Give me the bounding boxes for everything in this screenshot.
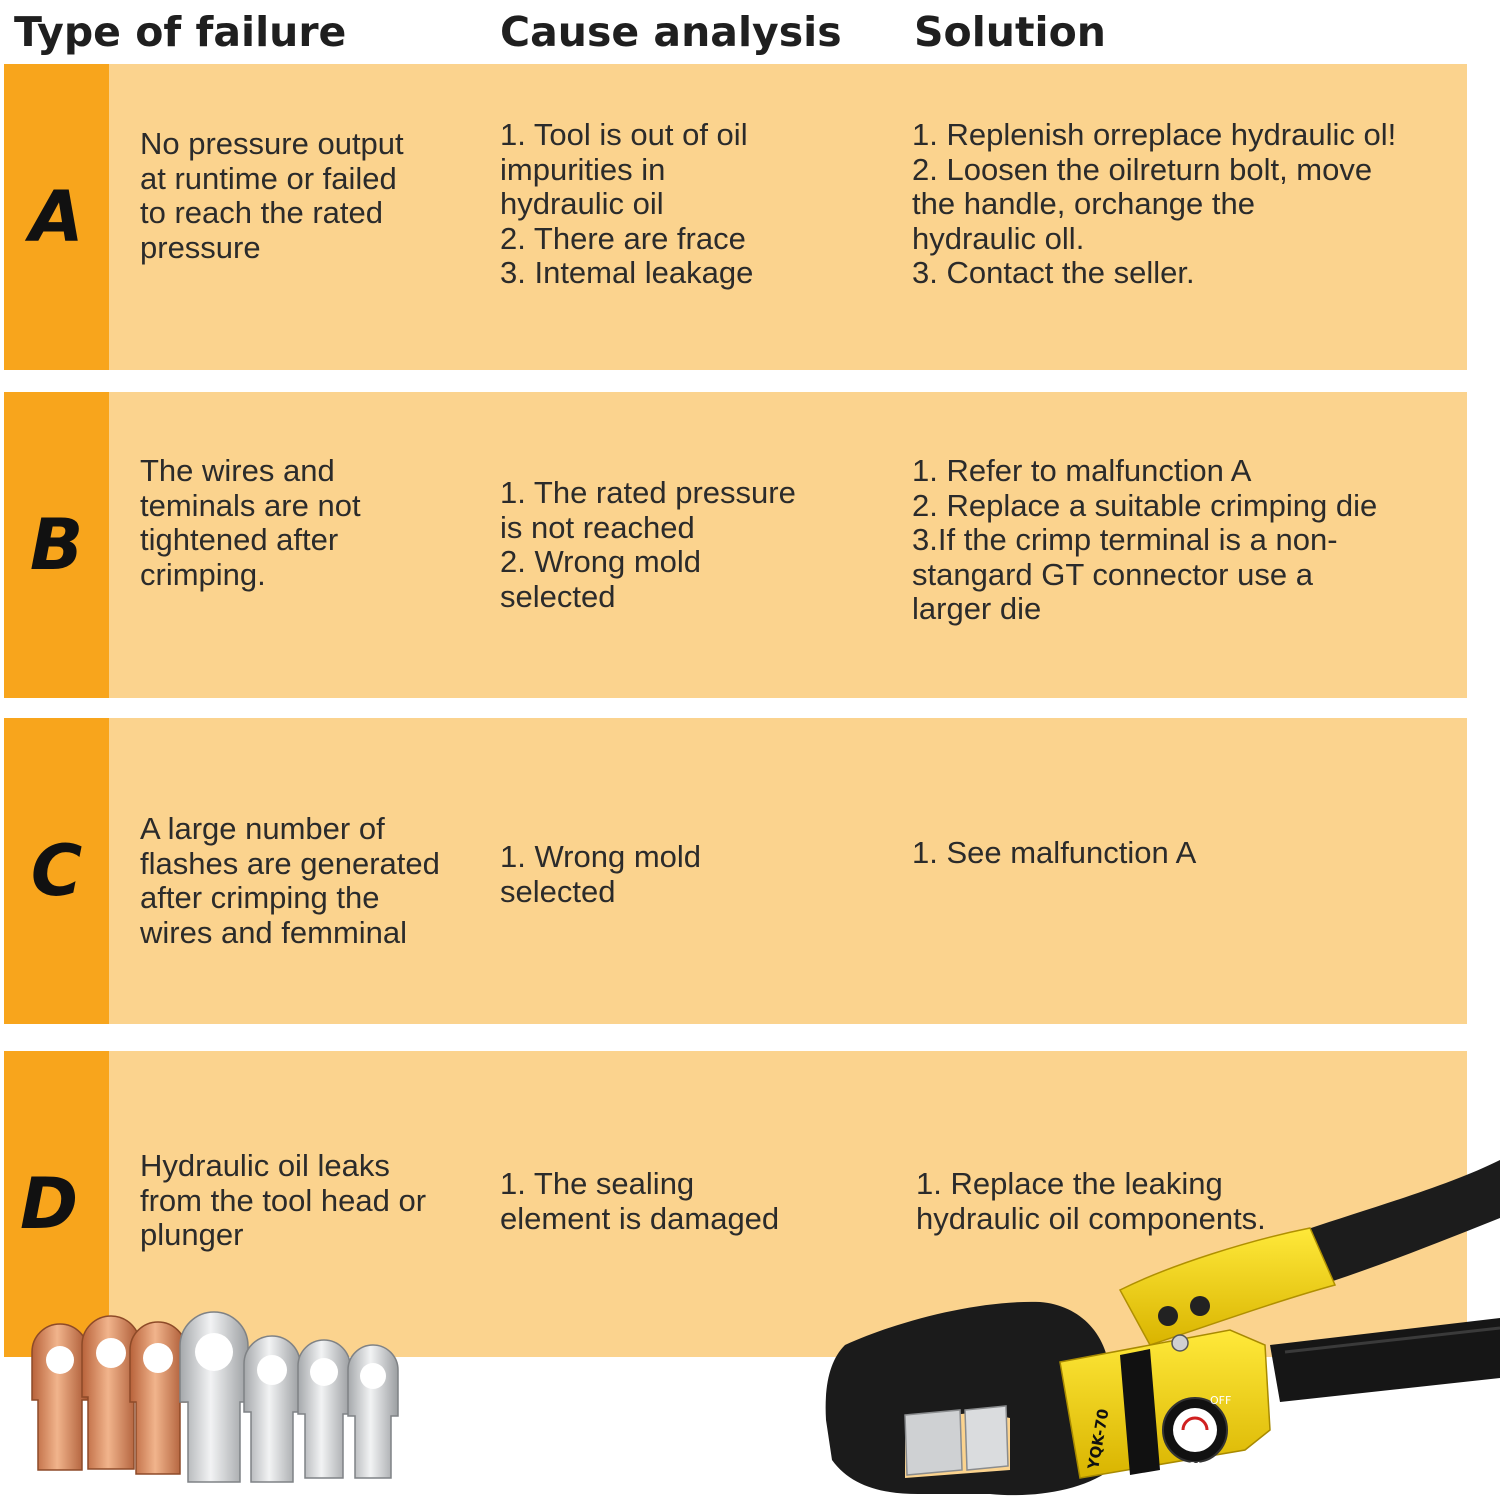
failure-row-a: A No pressure output at runtime or faile…	[4, 64, 1467, 370]
on-label: ON	[1188, 1460, 1205, 1473]
failure-row-c: C A large number of flashes are generate…	[4, 718, 1467, 1024]
header-type-of-failure: Type of failure	[14, 8, 347, 56]
failure-letter: D	[19, 1163, 79, 1245]
solution-text: 1. See malfunction A	[912, 835, 1197, 870]
off-label: OFF	[1210, 1394, 1231, 1407]
failure-letter: C	[30, 830, 83, 912]
failure-type-text: Hydraulic oil leaks from the tool head o…	[140, 1148, 427, 1253]
tinned-lug-icon	[243, 1335, 301, 1483]
failure-type-text: A large number of flashes are generated …	[140, 811, 440, 950]
letter-tab	[4, 718, 109, 1024]
tinned-lug-icon	[297, 1339, 351, 1479]
cause-text: 1. The rated pressure is not reached 2. …	[500, 475, 796, 614]
model-label: YQK-70	[1084, 1407, 1113, 1471]
cause-text: 1. Wrong mold selected	[500, 839, 702, 909]
letter-tab	[4, 64, 109, 370]
failure-row-d: D Hydraulic oil leaks from the tool head…	[4, 1051, 1467, 1357]
header-solution: Solution	[914, 8, 1106, 56]
failure-letter: B	[29, 504, 84, 586]
cause-text: 1. Tool is out of oil impurities in hydr…	[500, 117, 754, 291]
solution-text: 1. Refer to malfunction A 2. Replace a s…	[912, 453, 1378, 627]
failure-type-text: No pressure output at runtime or failed …	[140, 126, 404, 265]
solution-text: 1. Replenish orreplace hydraulic ol! 2. …	[912, 117, 1397, 291]
header-cause-analysis: Cause analysis	[500, 8, 842, 56]
failure-type-text: The wires and teminals are not tightened…	[140, 453, 361, 592]
failure-row-b: B The wires and teminals are not tighten…	[4, 392, 1467, 698]
failure-letter: A	[29, 176, 84, 258]
letter-tab	[4, 1051, 109, 1357]
cause-text: 1. The sealing element is damaged	[500, 1166, 780, 1236]
solution-text: 1. Replace the leaking hydraulic oil com…	[916, 1166, 1266, 1236]
letter-tab	[4, 392, 109, 698]
tinned-lug-icon	[347, 1344, 399, 1479]
